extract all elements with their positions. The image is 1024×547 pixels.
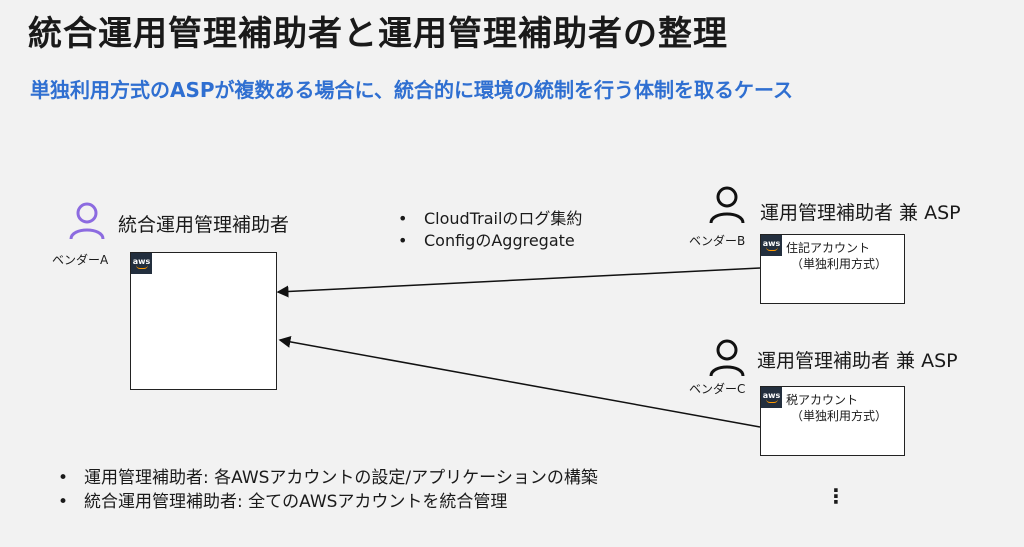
page-subtitle: 単独利用方式のASPが複数ある場合に、統合的に環境の統制を行う体制を取るケース — [30, 78, 793, 102]
asp-b-account-box: aws 住記アカウント （単独利用方式） — [760, 234, 905, 304]
list-item: ConfigのAggregate — [398, 230, 582, 252]
page-title: 統合運用管理補助者と運用管理補助者の整理 — [28, 14, 728, 54]
account-type: （単独利用方式） — [791, 257, 888, 271]
arrow-c-to-a — [278, 335, 761, 428]
account-name: 税アカウント — [786, 393, 859, 407]
aws-logo-icon: aws — [761, 235, 782, 256]
account-type: （単独利用方式） — [791, 409, 888, 423]
aggregation-list: CloudTrailのログ集約 ConfigのAggregate — [398, 208, 582, 252]
integrated-aws-account-box: aws — [130, 252, 277, 390]
asp-b-role-label: 運用管理補助者 兼 ASP — [760, 202, 961, 224]
more-ellipsis: ⋮ — [826, 484, 846, 508]
role-definition-list: 運用管理補助者: 各AWSアカウントの設定/アプリケーションの構築 統合運用管理… — [58, 466, 598, 514]
person-icon — [67, 201, 107, 241]
vendor-b-label: ベンダーB — [689, 234, 746, 248]
person-icon — [707, 185, 747, 225]
account-name: 住記アカウント — [786, 241, 871, 255]
asp-c-account-box: aws 税アカウント （単独利用方式） — [760, 386, 905, 456]
integrated-role-label: 統合運用管理補助者 — [118, 214, 290, 236]
aws-logo-icon: aws — [761, 387, 782, 408]
list-item: 統合運用管理補助者: 全てのAWSアカウントを統合管理 — [58, 490, 598, 514]
aws-logo-icon: aws — [131, 253, 152, 274]
person-icon — [707, 338, 747, 378]
arrow-b-to-a — [276, 267, 761, 298]
list-item: 運用管理補助者: 各AWSアカウントの設定/アプリケーションの構築 — [58, 466, 598, 490]
vendor-c-label: ベンダーC — [689, 382, 746, 396]
list-item: CloudTrailのログ集約 — [398, 208, 582, 230]
vendor-a-label: ベンダーA — [52, 253, 109, 267]
asp-c-role-label: 運用管理補助者 兼 ASP — [757, 350, 958, 372]
